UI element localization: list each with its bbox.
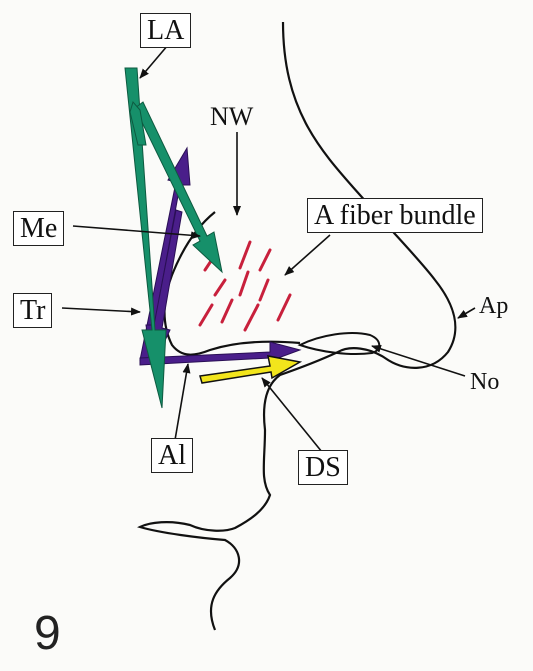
label-no: No [470,370,499,394]
figure-number: 9 [34,610,61,658]
label-ap: Ap [479,294,508,318]
face-profile-outline [140,22,455,630]
label-nw: NW [210,104,253,130]
me-leader [73,226,200,236]
label-ds: DS [298,450,348,485]
label-la: LA [140,13,191,48]
label-tr: Tr [13,293,52,328]
tr-leader [62,308,140,312]
no-leader [372,346,465,376]
ds-leader [262,378,322,452]
la-leader [140,45,168,78]
al-leader [175,364,188,440]
label-me: Me [13,211,64,246]
ap-leader [458,308,475,318]
label-al: Al [151,438,193,473]
label-fiber-bundle: A fiber bundle [307,198,483,233]
fiber-bundle-leader [285,235,330,275]
alar-crease-outline [165,212,301,355]
